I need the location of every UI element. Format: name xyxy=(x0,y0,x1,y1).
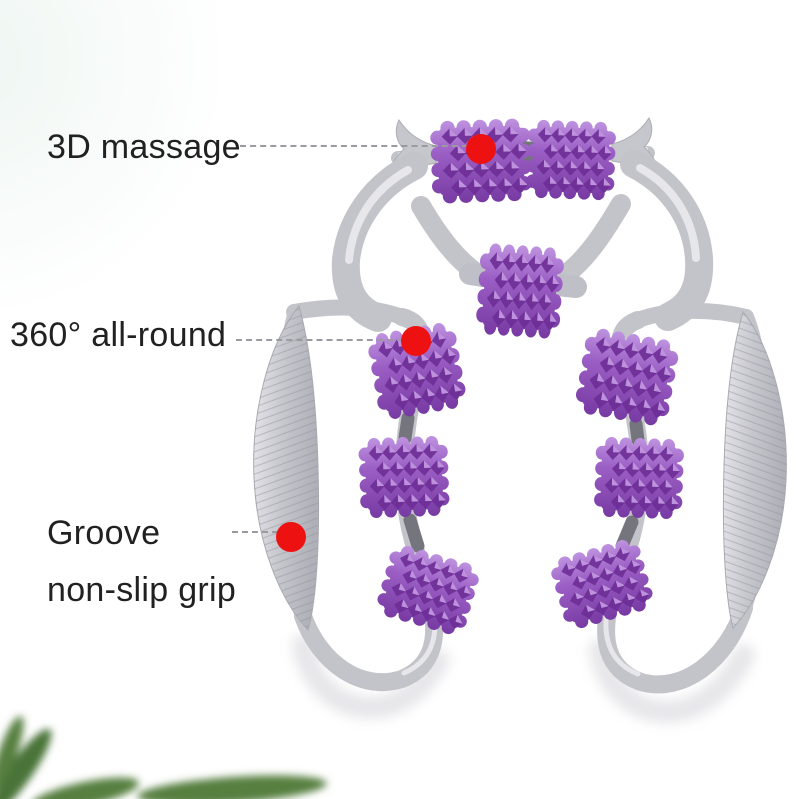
label-3d-massage: 3D massage xyxy=(47,128,241,166)
floor-reflection xyxy=(292,634,755,723)
right-roller-1 xyxy=(573,326,681,428)
label-360-all-round: 360° all-round xyxy=(10,316,227,354)
top-right-roller xyxy=(526,119,617,200)
left-roller-3 xyxy=(373,542,482,639)
label-groove: Groove xyxy=(47,514,161,552)
roller-frame xyxy=(270,116,774,694)
marker-dot-3d-massage xyxy=(466,134,496,164)
massage-rollers xyxy=(358,118,684,638)
right-roller-2 xyxy=(594,436,685,519)
label-non-slip-grip: non-slip grip xyxy=(47,571,237,609)
left-roller-2 xyxy=(358,435,450,518)
left-grip xyxy=(253,304,320,631)
callout-line-3d-massage xyxy=(240,145,468,147)
right-roller-3 xyxy=(547,536,656,633)
leaf-decoration xyxy=(0,716,327,799)
marker-dot-360 xyxy=(401,326,431,356)
callout-line-groove xyxy=(232,531,278,533)
right-grip xyxy=(722,310,787,630)
callout-line-360 xyxy=(236,339,403,341)
center-roller xyxy=(475,243,565,340)
marker-dot-groove xyxy=(276,522,306,552)
